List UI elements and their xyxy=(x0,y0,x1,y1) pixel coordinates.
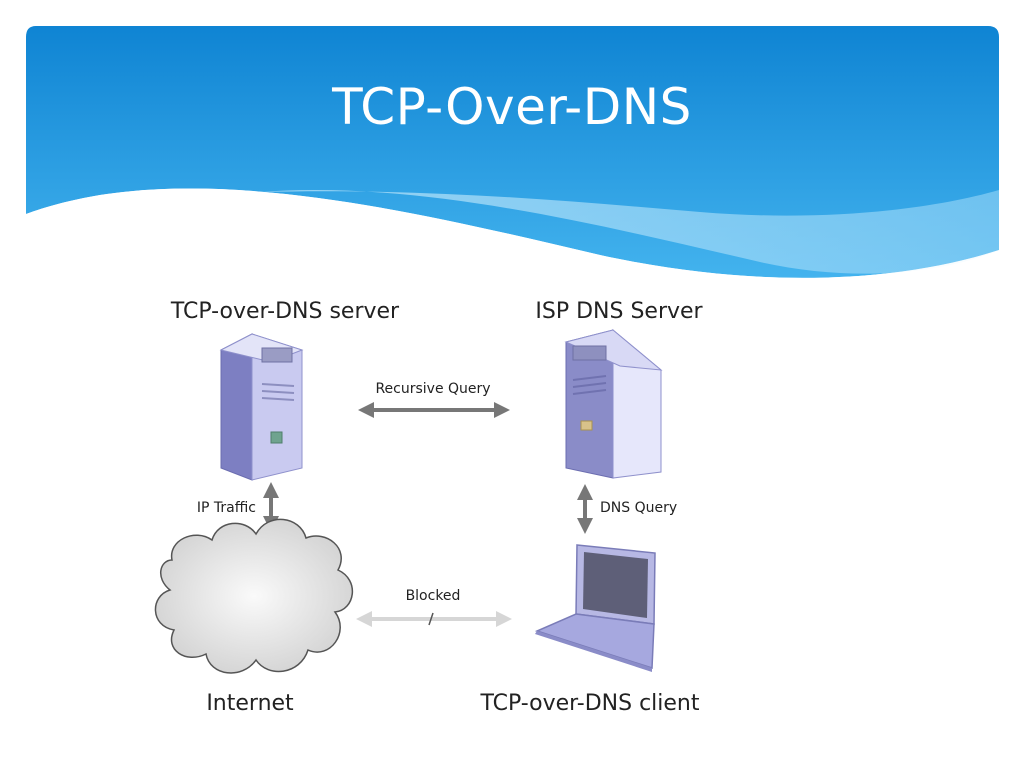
blocked-slash-icon xyxy=(428,612,434,626)
tcp-over-dns-client-label: TCP-over-DNS client xyxy=(479,691,699,716)
blocked-label: Blocked xyxy=(406,588,461,604)
tcp-over-dns-server-icon xyxy=(219,333,304,481)
ip-traffic-label: IP Traffic xyxy=(197,500,256,516)
isp-dns-server-icon xyxy=(564,328,663,479)
internet-label: Internet xyxy=(206,691,294,716)
isp-dns-server-label: ISP DNS Server xyxy=(535,299,703,324)
header-banner xyxy=(26,26,999,285)
recursive-query-label: Recursive Query xyxy=(375,381,490,397)
tcp-over-dns-server-label: TCP-over-DNS server xyxy=(170,299,400,324)
tcp-over-dns-client-laptop-icon xyxy=(534,544,656,672)
page-title: TCP-Over-DNS xyxy=(332,78,692,136)
internet-cloud-icon xyxy=(154,518,354,674)
dns-query-label: DNS Query xyxy=(600,500,677,516)
